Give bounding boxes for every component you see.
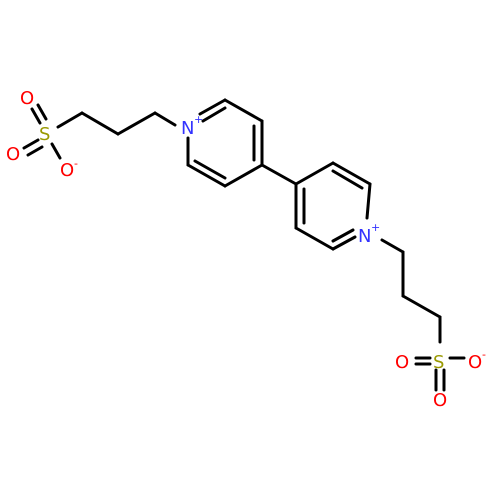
o2a-symbol: O <box>395 352 409 373</box>
bond-s1-o1a-double <box>36 103 48 121</box>
bond-c10-c11-double <box>331 169 364 190</box>
bond-n1-chain1 <box>153 111 177 127</box>
bond-c4-c4prime <box>260 163 298 186</box>
n1-symbol: N <box>181 118 194 139</box>
o2b-symbol: O <box>433 390 447 411</box>
nitrogen-atom-2: N + <box>358 221 380 247</box>
bond-c11-c7 <box>294 161 335 186</box>
atom-layer: N + N + S O O O - S O O O - <box>6 88 486 411</box>
bond-c10-c11 <box>331 161 372 186</box>
s1-symbol: S <box>39 124 50 145</box>
nitrogen-atom-1: N + <box>181 113 203 139</box>
o2c-charge: - <box>482 348 486 361</box>
bond-c3-c4 <box>223 163 264 188</box>
o1c-symbol: O <box>60 160 74 181</box>
n1-charge: + <box>194 113 203 126</box>
bond-c6-n1-double <box>201 106 227 123</box>
o2c-symbol: O <box>468 352 482 373</box>
bond-c9-n2 <box>331 235 357 251</box>
bond-chain1-s1 <box>56 111 84 129</box>
o1a-symbol: O <box>20 88 34 109</box>
bond-n2-chain2 <box>380 238 405 254</box>
bond-c8-c9 <box>294 226 335 251</box>
bond-c2-c3 <box>186 163 227 188</box>
bond-c5-c6 <box>223 98 264 123</box>
n2-charge: + <box>371 221 380 234</box>
n2-symbol: N <box>358 226 371 247</box>
bond-chain1-b <box>80 111 120 136</box>
s2-symbol: S <box>433 352 444 373</box>
oxygen-atom-2c: O - <box>468 348 486 373</box>
o1c-charge: - <box>74 157 78 170</box>
bond-s1-o1c <box>50 142 62 160</box>
bond-c2-c3-double <box>193 159 227 180</box>
bond-chain1-a <box>116 111 157 136</box>
bond-s1-o1b <box>22 138 40 150</box>
bond-n2-c10 <box>365 182 372 220</box>
bond-s1-o1a <box>30 107 42 125</box>
bond-chain2-b <box>401 294 442 319</box>
o1b-symbol: O <box>6 144 20 165</box>
bond-c6-n1 <box>198 98 227 116</box>
oxygen-atom-1c: O - <box>60 157 78 181</box>
bond-c9-n2-double <box>331 228 355 243</box>
bond-layer <box>22 98 466 392</box>
bond-s1-o1b-double <box>26 145 44 157</box>
